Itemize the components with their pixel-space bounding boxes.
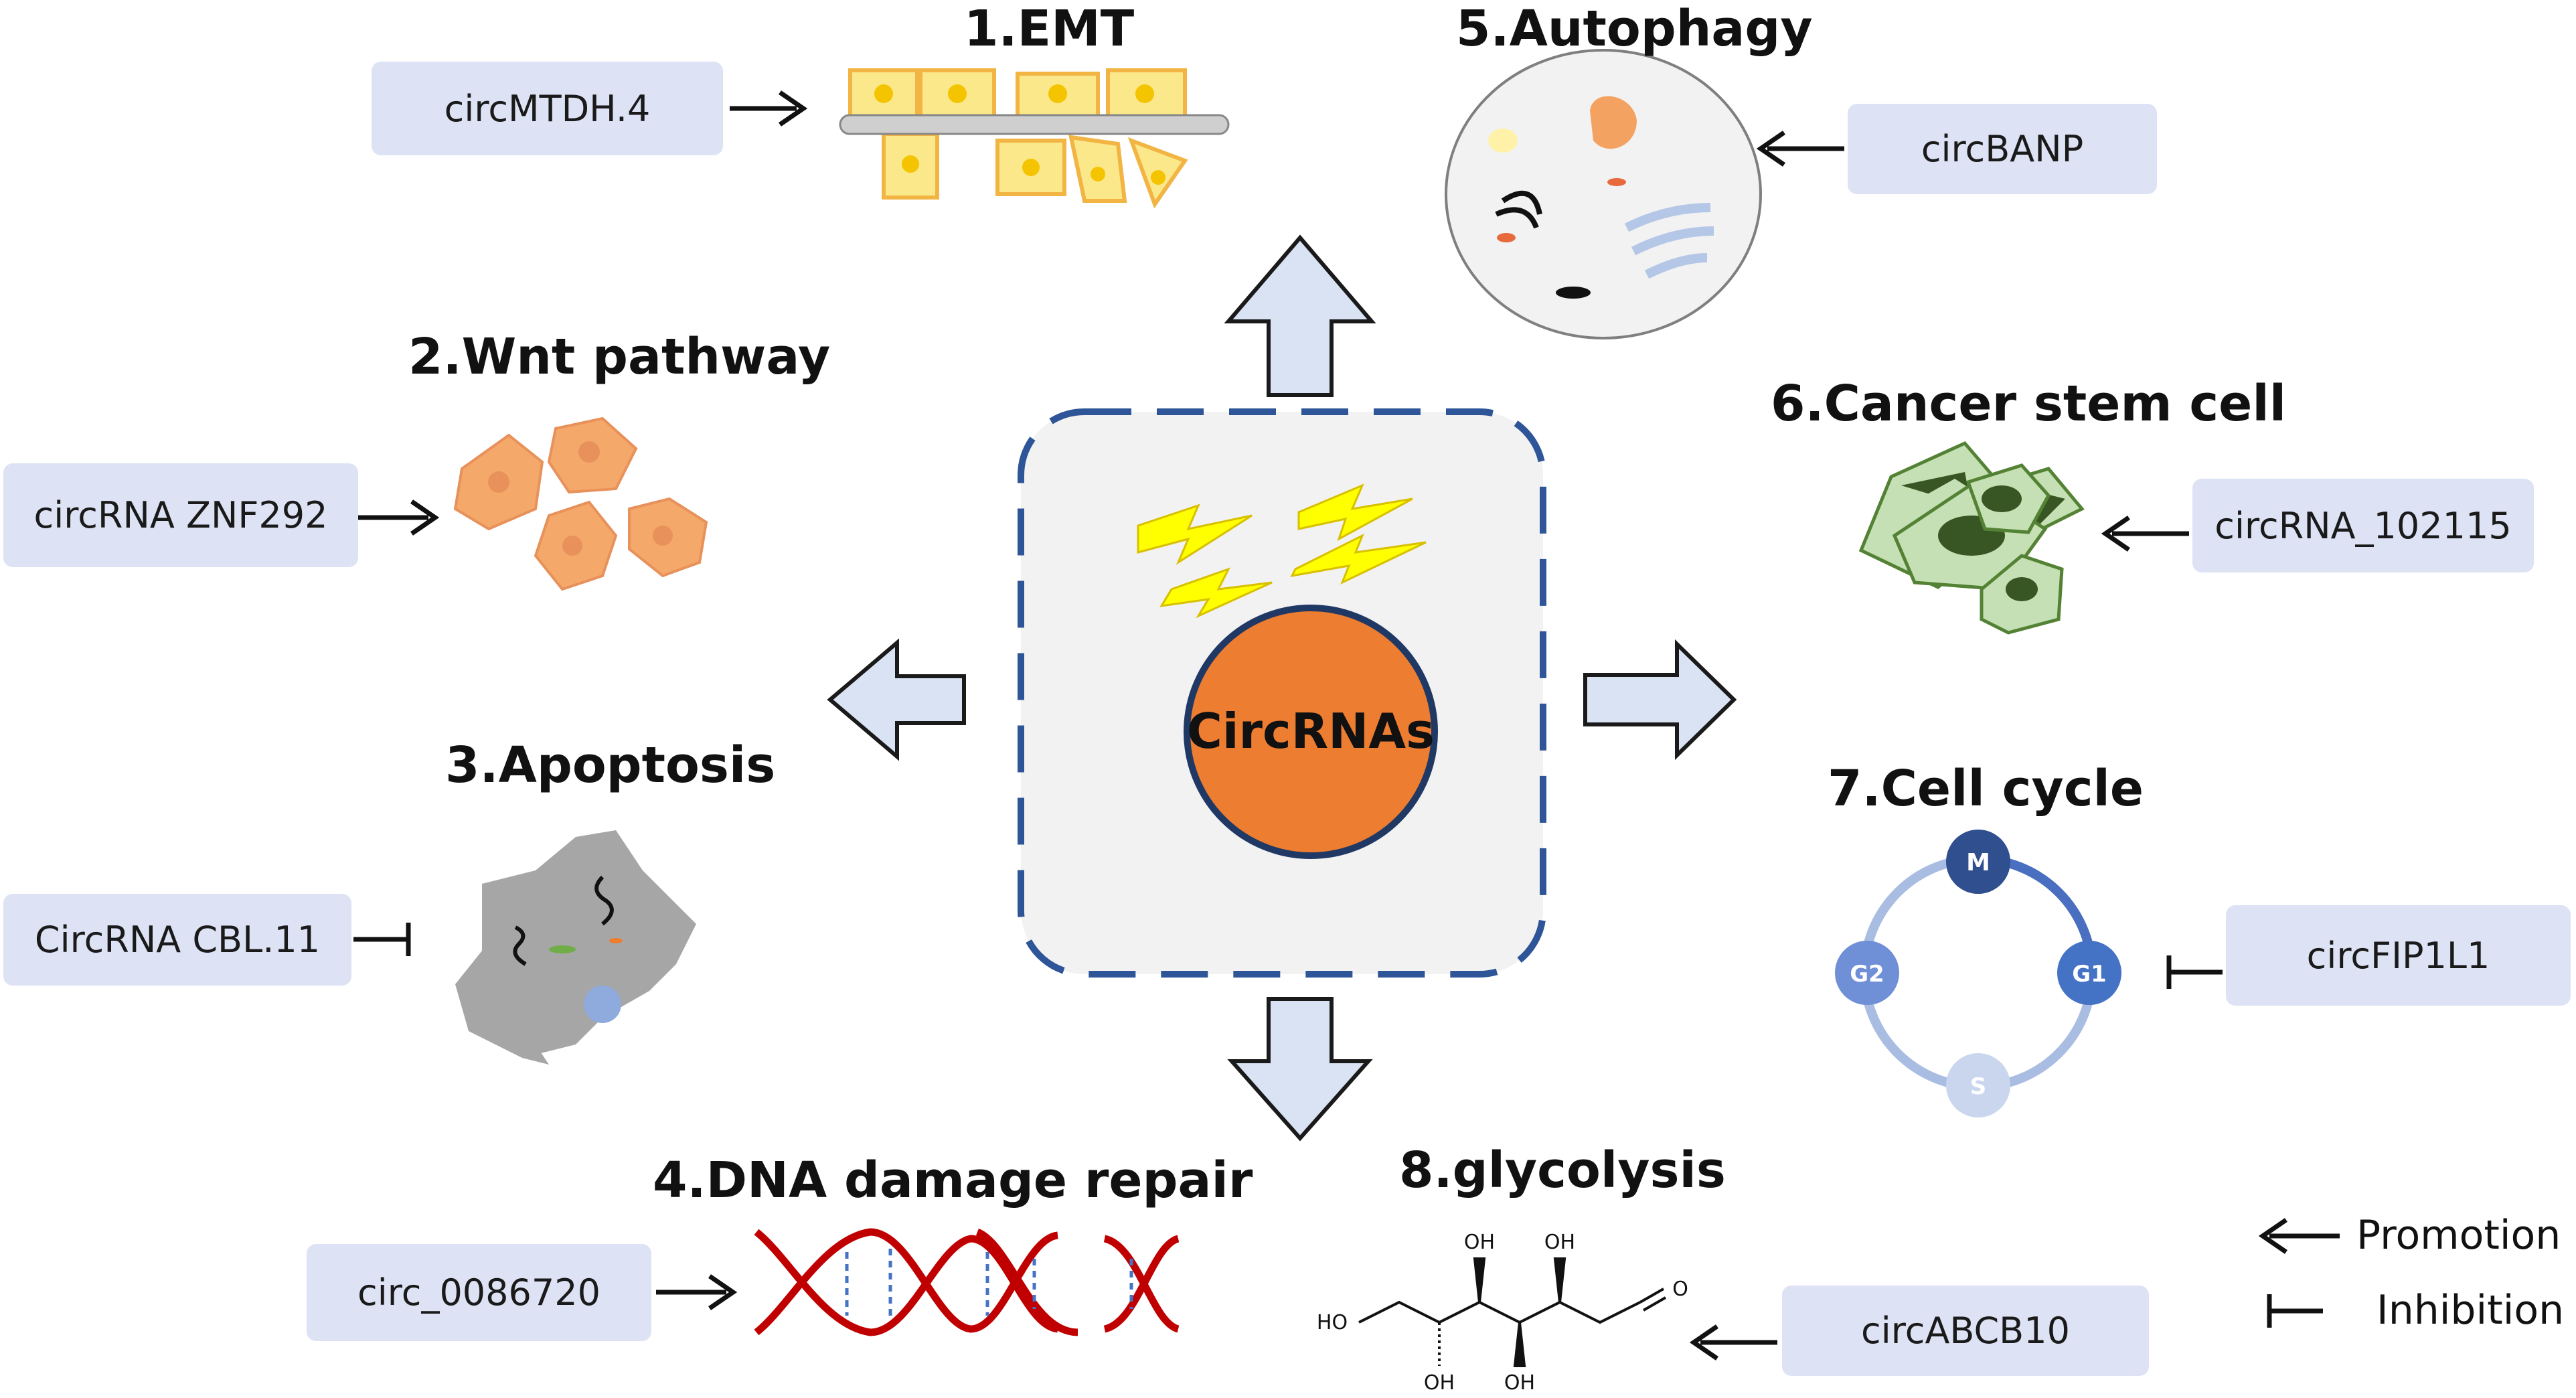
process-title-cell-cycle: 7.Cell cycle <box>1828 760 2144 818</box>
cell-cycle-icon: M G1 S G2 <box>1835 830 2121 1117</box>
right-block-arrow <box>1583 639 1737 761</box>
emt-cells-icon <box>839 68 1230 209</box>
regulator-box-circfip1l1: circFIP1L1 <box>2226 905 2571 1006</box>
phase-g2-label: G2 <box>1850 961 1884 988</box>
phase-s-label: S <box>1970 1073 1987 1100</box>
process-title-glycolysis: 8.glycolysis <box>1399 1142 1726 1199</box>
phase-m-label: M <box>1966 849 1990 876</box>
left-block-arrow <box>827 638 966 761</box>
wnt-cells-icon <box>453 416 708 591</box>
regulator-box-circmtdh4: circMTDH.4 <box>372 62 723 155</box>
regulator-box-circ0086720: circ_0086720 <box>307 1244 651 1341</box>
phase-g1-label: G1 <box>2072 961 2107 988</box>
glucose-labels: HO OH OH OH OH O <box>1317 1231 1688 1395</box>
autophagy-vesicle-icon <box>1445 49 1762 339</box>
legend-promotion: Promotion <box>2356 1212 2561 1259</box>
regulator-box-circbanp: circBANP <box>1848 104 2157 194</box>
process-title-apoptosis: 3.Apoptosis <box>445 736 776 794</box>
lightning-icon <box>1137 483 1427 619</box>
down-block-arrow <box>1227 997 1373 1142</box>
dna-helix-icon <box>754 1228 1180 1336</box>
svg-text:HO: HO <box>1317 1311 1348 1334</box>
phase-s-node <box>1946 1053 2010 1117</box>
legend-inhibition: Inhibition <box>2377 1287 2565 1334</box>
up-block-arrow <box>1224 234 1376 397</box>
svg-text:OH: OH <box>1504 1371 1535 1395</box>
svg-text:OH: OH <box>1464 1231 1495 1254</box>
phase-g1-node <box>2057 941 2121 1005</box>
svg-text:O: O <box>1672 1277 1688 1301</box>
svg-text:OH: OH <box>1544 1231 1575 1254</box>
process-title-autophagy: 5.Autophagy <box>1456 0 1813 58</box>
phase-g2-node <box>1835 941 1899 1005</box>
svg-text:OH: OH <box>1424 1371 1455 1395</box>
glucose-structure-icon <box>1358 1257 1666 1367</box>
regulator-box-circrna102115: circRNA_102115 <box>2192 479 2534 572</box>
regulator-box-cbl11: CircRNA CBL.11 <box>3 894 351 986</box>
regulator-box-circabcb10: circABCB10 <box>1782 1286 2149 1376</box>
process-title-stem-cell: 6.Cancer stem cell <box>1771 375 2287 433</box>
apoptosis-cell-icon <box>455 830 696 1065</box>
process-title-emt: 1.EMT <box>964 0 1135 58</box>
phase-m-node <box>1946 830 2010 894</box>
center-circle <box>1184 605 1438 859</box>
process-title-wnt: 2.Wnt pathway <box>408 328 831 386</box>
regulator-box-znf292: circRNA ZNF292 <box>3 463 358 567</box>
stem-cells-icon <box>1858 441 2085 635</box>
center-label: CircRNAs <box>1187 703 1435 759</box>
process-title-dna-repair: 4.DNA damage repair <box>653 1152 1253 1209</box>
